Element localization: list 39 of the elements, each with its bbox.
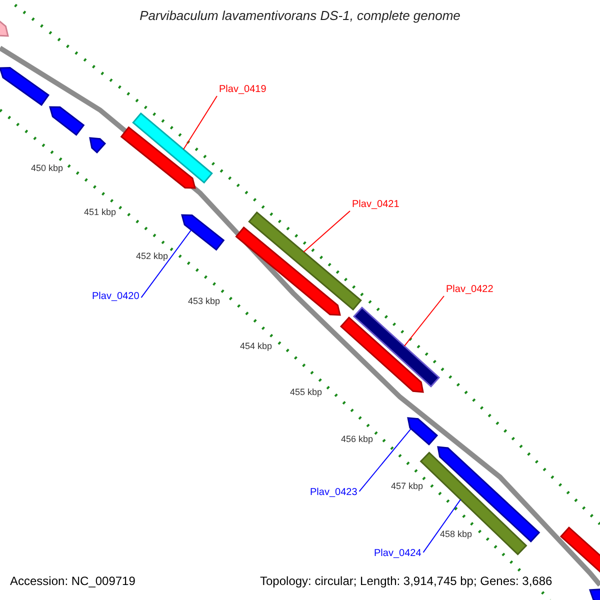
gene-label: Plav_0419: [219, 84, 266, 95]
accession-label: Accession: NC_009719: [10, 575, 136, 588]
gene-feature: [181, 214, 225, 251]
scale-tick-label: 454 kbp: [240, 342, 272, 352]
gene-feature: [340, 316, 424, 393]
gene-feature: [235, 226, 341, 316]
gene-feature: [560, 526, 600, 574]
gene-feature: [120, 126, 196, 189]
gene-label: Plav_0422: [446, 284, 494, 295]
scale-tick-label: 450 kbp: [31, 164, 64, 174]
genome-stats-label: Topology: circular; Length: 3,914,745 bp; Genes: 3,686: [260, 575, 552, 588]
scale-tick-label: 456 kbp: [341, 435, 374, 445]
leader-line: [182, 96, 218, 150]
leader-line: [404, 296, 444, 347]
gene-feature: [0, 20, 9, 37]
gene-feature: [248, 211, 362, 311]
scale-tick-label: 452 kbp: [136, 252, 168, 262]
scale-tick-label: 457 kbp: [391, 482, 424, 492]
gene-feature: [49, 106, 85, 136]
gene-feature: [437, 446, 540, 542]
scale-tick-label: 453 kbp: [188, 297, 220, 307]
genome-title: Parvibaculum lavamentivorans DS-1, complete genome: [138, 9, 462, 24]
gene-feature: [132, 112, 213, 184]
leader-line: [303, 210, 350, 253]
scale-tick-label: 451 kbp: [84, 208, 116, 218]
scale-tick-label: 458 kbp: [440, 530, 472, 540]
gene-feature: [352, 306, 440, 388]
gene-label: Plav_0423: [310, 487, 358, 498]
gene-feature: [89, 137, 106, 154]
leader-line: [140, 229, 192, 298]
gene-feature: [0, 66, 50, 106]
gene-feature: [588, 588, 600, 600]
leader-line: [358, 428, 412, 492]
gene-label: Plav_0421: [352, 199, 400, 210]
gene-feature: [407, 417, 438, 446]
gene-label: Plav_0424: [374, 548, 422, 559]
gene-label: Plav_0420: [92, 291, 140, 302]
scale-tick-label: 455 kbp: [290, 388, 322, 398]
leader-line: [422, 498, 462, 553]
